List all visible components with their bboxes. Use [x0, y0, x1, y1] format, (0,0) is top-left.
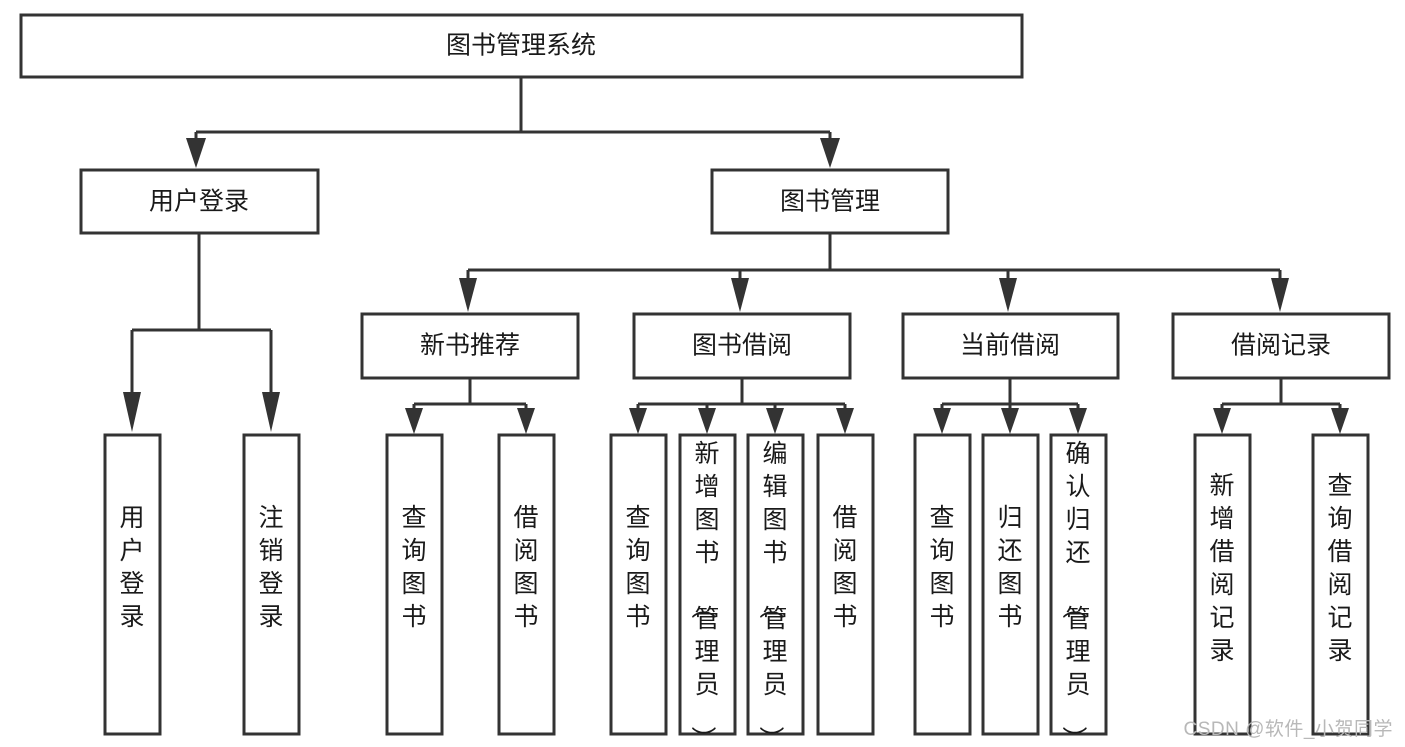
- arrowhead-leaf-logout-login: [262, 392, 280, 432]
- node-root[interactable]: 图书管理系统: [19, 13, 1024, 79]
- node-leaf-query-book-2[interactable]: 查询图书: [609, 433, 668, 736]
- node-leaf-user-login-label: 用户登录: [119, 504, 144, 631]
- arrowhead-leaf-query-book-1: [405, 408, 423, 434]
- node-book-management[interactable]: 图书管理: [710, 168, 950, 235]
- arrowhead-leaf-query-record: [1331, 408, 1349, 434]
- node-borrow-record[interactable]: 借阅记录: [1171, 312, 1391, 380]
- node-new-book-recommend-label: 新书推荐: [420, 332, 520, 360]
- node-book-borrow-box[interactable]: [632, 312, 852, 380]
- node-leaf-confirm-return-box[interactable]: [1049, 433, 1108, 736]
- node-root-label: 图书管理系统: [446, 32, 596, 60]
- node-new-book-recommend[interactable]: 新书推荐: [360, 312, 580, 380]
- node-leaf-query-record-label: 查询借阅记录: [1327, 472, 1352, 665]
- node-leaf-return-book-label: 归还图书: [997, 504, 1022, 631]
- node-leaf-add-record-box[interactable]: [1193, 433, 1252, 736]
- arrowhead-leaf-add-book: [698, 408, 716, 434]
- node-current-borrow-box[interactable]: [901, 312, 1120, 380]
- arrowhead-borrow-record: [1271, 278, 1289, 312]
- node-current-borrow-label: 当前借阅: [960, 332, 1060, 360]
- node-leaf-user-login[interactable]: 用户登录: [103, 433, 162, 736]
- arrowhead-book-borrow: [731, 278, 749, 312]
- node-current-borrow[interactable]: 当前借阅: [901, 312, 1120, 380]
- node-leaf-edit-book[interactable]: 编辑图书（管理员）: [746, 433, 805, 747]
- node-leaf-add-record-label: 新增借阅记录: [1209, 472, 1234, 665]
- arrowhead-leaf-return-book: [1001, 408, 1019, 434]
- node-leaf-logout-login-box[interactable]: [242, 433, 301, 736]
- node-leaf-query-record-box[interactable]: [1311, 433, 1370, 736]
- node-leaf-borrow-book-1-label: 借阅图书: [513, 504, 538, 631]
- node-leaf-user-login-box[interactable]: [103, 433, 162, 736]
- node-leaf-add-record[interactable]: 新增借阅记录: [1193, 433, 1252, 736]
- node-leaf-query-book-3[interactable]: 查询图书: [913, 433, 972, 736]
- node-leaf-confirm-return-label: 确认归还（管理员）: [1059, 440, 1090, 747]
- node-leaf-query-book-1-label: 查询图书: [401, 504, 426, 631]
- node-leaf-query-record[interactable]: 查询借阅记录: [1311, 433, 1370, 736]
- node-leaf-return-book[interactable]: 归还图书: [981, 433, 1040, 736]
- node-leaf-borrow-book-2[interactable]: 借阅图书: [816, 433, 875, 736]
- node-root-box[interactable]: [19, 13, 1024, 79]
- arrowhead-bookmgmt: [820, 138, 840, 168]
- node-book-borrow-label: 图书借阅: [692, 332, 792, 360]
- node-leaf-borrow-book-1[interactable]: 借阅图书: [497, 433, 556, 736]
- node-borrow-record-label: 借阅记录: [1231, 332, 1331, 360]
- node-leaf-add-book[interactable]: 新增图书（管理员）: [678, 433, 737, 747]
- arrowhead-current-borrow: [999, 278, 1017, 312]
- node-new-book-recommend-box[interactable]: [360, 312, 580, 380]
- arrowhead-leaf-edit-book: [766, 408, 784, 434]
- csdn-watermark: CSDN @软件_小贺同学: [1183, 719, 1393, 740]
- arrowhead-new-book-recommend: [459, 278, 477, 312]
- node-leaf-edit-book-label: 编辑图书（管理员）: [756, 440, 787, 747]
- node-book-management-box[interactable]: [710, 168, 950, 235]
- node-leaf-query-book-3-box[interactable]: [913, 433, 972, 736]
- node-leaf-query-book-3-label: 查询图书: [929, 504, 954, 631]
- node-leaf-confirm-return[interactable]: 确认归还（管理员）: [1049, 433, 1108, 747]
- arrowhead-leaf-query-book-2: [629, 408, 647, 434]
- arrowhead-userlogin: [186, 138, 206, 168]
- node-leaf-borrow-book-1-box[interactable]: [497, 433, 556, 736]
- node-leaf-borrow-book-2-box[interactable]: [816, 433, 875, 736]
- arrowhead-leaf-user-login: [123, 392, 141, 432]
- node-book-borrow[interactable]: 图书借阅: [632, 312, 852, 380]
- node-leaf-borrow-book-2-label: 借阅图书: [832, 504, 857, 631]
- node-borrow-record-box[interactable]: [1171, 312, 1391, 380]
- node-leaf-edit-book-box[interactable]: [746, 433, 805, 736]
- node-leaf-logout-login[interactable]: 注销登录: [242, 433, 301, 736]
- node-leaf-query-book-2-label: 查询图书: [625, 504, 650, 631]
- arrowhead-leaf-borrow-book-1: [517, 408, 535, 434]
- node-book-management-label: 图书管理: [780, 188, 880, 216]
- node-leaf-query-book-1[interactable]: 查询图书: [385, 433, 444, 736]
- arrowhead-leaf-query-book-3: [933, 408, 951, 434]
- arrowhead-leaf-confirm-return: [1069, 408, 1087, 434]
- node-leaf-return-book-box[interactable]: [981, 433, 1040, 736]
- arrowhead-leaf-add-record: [1213, 408, 1231, 434]
- node-leaf-logout-login-label: 注销登录: [258, 504, 283, 631]
- node-leaf-query-book-1-box[interactable]: [385, 433, 444, 736]
- node-user-login-label: 用户登录: [149, 188, 249, 216]
- connector-layer: [123, 77, 1349, 434]
- node-user-login-box[interactable]: [79, 168, 320, 235]
- node-leaf-add-book-box[interactable]: [678, 433, 737, 736]
- node-user-login[interactable]: 用户登录: [79, 168, 320, 235]
- arrowhead-leaf-borrow-book-2: [836, 408, 854, 434]
- node-leaf-query-book-2-box[interactable]: [609, 433, 668, 736]
- node-leaf-add-book-label: 新增图书（管理员）: [688, 440, 719, 747]
